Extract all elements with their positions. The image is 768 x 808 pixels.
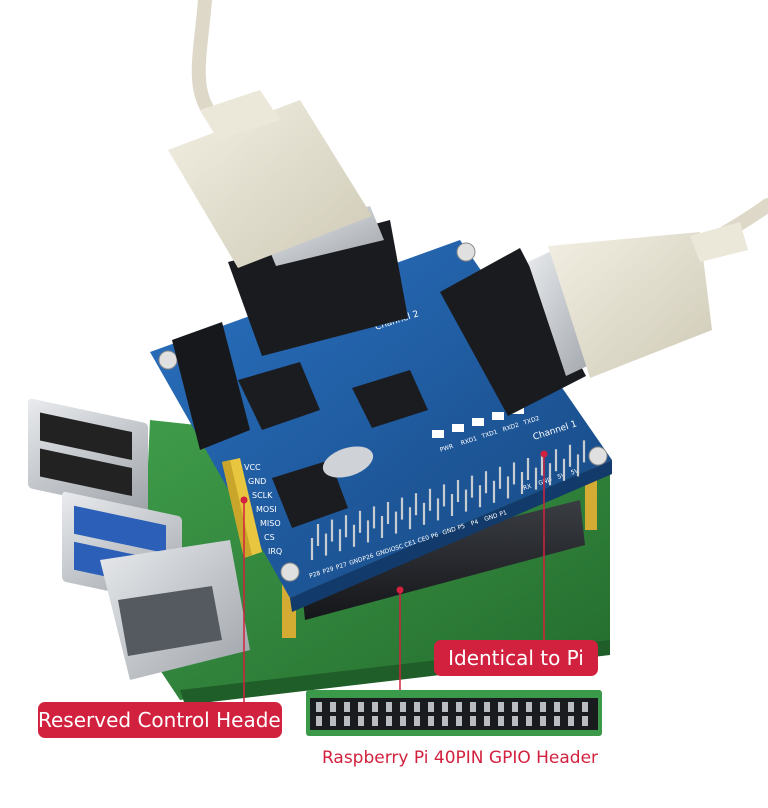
closeup-pin [358, 716, 364, 726]
closeup-pin [498, 716, 504, 726]
closeup-pin [316, 716, 322, 726]
gpio-label-7: CE1 [404, 539, 418, 549]
gpio-label-8: CE0 [417, 534, 431, 544]
closeup-pin [414, 702, 420, 712]
gpio-label-13: GND [483, 512, 499, 523]
closeup-pin [344, 702, 350, 712]
leader-lines [243, 454, 545, 702]
gpio-top-labels: RX GND 5V 5V [522, 467, 580, 492]
closeup-pin [554, 702, 560, 712]
control-pin-labels: VCC GND SCLK MOSI MISO CS IRQ [244, 463, 282, 556]
closeup-pin [568, 716, 574, 726]
gpio-label-4: P26 [362, 552, 375, 562]
closeup-pin [526, 702, 532, 712]
gpio-label-14: P1 [499, 509, 508, 518]
gpio-label-5: GND [375, 547, 391, 558]
closeup-pin [316, 702, 322, 712]
gpio-label-0: P28 [308, 570, 321, 580]
gpio-header-closeup [306, 690, 602, 736]
closeup-pin [568, 702, 574, 712]
closeup-pin [386, 716, 392, 726]
gpio-pins [310, 440, 586, 560]
pin-label-miso: MISO [260, 519, 281, 528]
closeup-pin [512, 716, 518, 726]
closeup-pin [484, 702, 490, 712]
closeup-pin [372, 716, 378, 726]
closeup-pin [526, 716, 532, 726]
identical-to-pi-callout: Identical to Pi [434, 640, 598, 676]
closeup-pin [372, 702, 378, 712]
gpio-label-rx: RX [522, 483, 532, 492]
gpio-label-gnd: GND [538, 476, 554, 487]
closeup-pin [358, 702, 364, 712]
gpio-label-12: P4 [470, 518, 479, 527]
closeup-pin [400, 716, 406, 726]
closeup-pin [470, 716, 476, 726]
closeup-pin [512, 702, 518, 712]
gpio-label-10: GND [442, 526, 458, 537]
closeup-pin [498, 702, 504, 712]
stacking-header [300, 500, 585, 620]
closeup-pins [316, 702, 588, 726]
closeup-pin [554, 716, 560, 726]
gpio-label-5v-b: 5V [570, 467, 581, 476]
db9-connector-channel-1 [440, 222, 748, 416]
pin-label-vcc: VCC [244, 463, 261, 472]
closeup-pin [470, 702, 476, 712]
gpio-label-2: P27 [335, 561, 348, 571]
gpio-header-caption: Raspberry Pi 40PIN GPIO Header [321, 748, 599, 768]
closeup-pin [344, 716, 350, 726]
closeup-pin [386, 702, 392, 712]
pin-label-cs: CS [264, 533, 275, 542]
led-label-pwr: PWR [439, 443, 454, 454]
gpio-label-9: P6 [430, 531, 439, 540]
closeup-pin [582, 702, 588, 712]
pin-label-irq: IRQ [268, 547, 282, 556]
reserved-control-header-callout: Reserved Control Header [38, 702, 289, 738]
closeup-pin [330, 702, 336, 712]
closeup-pin [582, 716, 588, 726]
closeup-pin [442, 716, 448, 726]
closeup-pin [456, 702, 462, 712]
gpio-label-5v-a: 5V [557, 472, 568, 481]
leader-dots [240, 450, 548, 594]
closeup-pin [414, 716, 420, 726]
gpio-label-3: GND [348, 556, 364, 567]
ethernet-port [100, 540, 250, 680]
pin-label-sclk: SCLK [252, 491, 273, 500]
closeup-pin [428, 702, 434, 712]
closeup-pin [442, 702, 448, 712]
closeup-pin [540, 702, 546, 712]
led-label-rxd1: RXD1 [460, 435, 478, 447]
closeup-pin [484, 716, 490, 726]
db9-connector-channel-2 [168, 90, 408, 356]
closeup-pin [330, 716, 336, 726]
gpio-label-6: IOSC [388, 543, 404, 554]
closeup-pin [456, 716, 462, 726]
gpio-label-1: P29 [322, 565, 335, 575]
closeup-pin [540, 716, 546, 726]
closeup-pin [400, 702, 406, 712]
closeup-pin [428, 716, 434, 726]
pin-label-gnd: GND [248, 477, 266, 486]
gpio-bottom-labels: P28 P29 P27 GND P26 GND IOSC CE1 CE0 P6 … [308, 509, 508, 580]
led-label-rxd2: RXD2 [502, 422, 520, 434]
pin-label-mosi: MOSI [256, 505, 277, 514]
gpio-label-11: P5 [457, 523, 466, 532]
